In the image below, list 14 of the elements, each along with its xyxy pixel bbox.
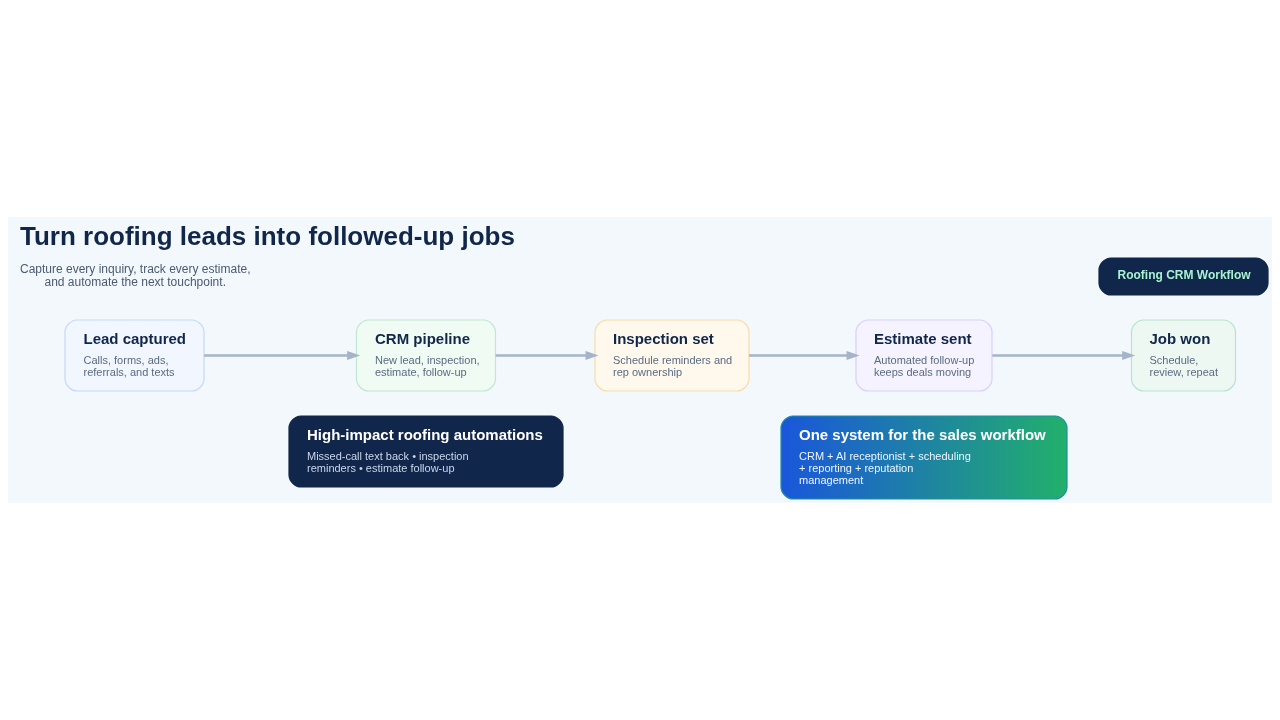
node-box: Inspection set Schedule reminders and rep ownership — [594, 319, 750, 392]
node-box: High-impact roofing automations Missed-call text back • inspection reminders • estimate follow-up — [288, 415, 564, 488]
arrow — [749, 350, 860, 361]
label: Capture every inquiry, track every estimate, and automate the next touchpoint. — [20, 262, 251, 290]
node-box: One system for the sales workflow CRM + AI receptionist + scheduling + reporting + reputation management — [780, 415, 1068, 500]
diagram-title: Turn roofing leads into followed-up jobs — [20, 220, 515, 251]
arrow — [495, 350, 599, 361]
node-box: Lead captured Calls, forms, ads, referrals, and texts — [64, 319, 205, 392]
node-box: Estimate sent Automated follow-up keeps deals moving — [855, 319, 993, 392]
arrow — [204, 350, 361, 361]
node-box: CRM pipeline New lead, inspection, estimate, follow-up — [355, 319, 497, 392]
arrow — [992, 350, 1136, 361]
node-box: Job won Schedule, review, repeat — [1130, 319, 1237, 392]
node-box: Roofing CRM Workflow — [1098, 257, 1269, 296]
